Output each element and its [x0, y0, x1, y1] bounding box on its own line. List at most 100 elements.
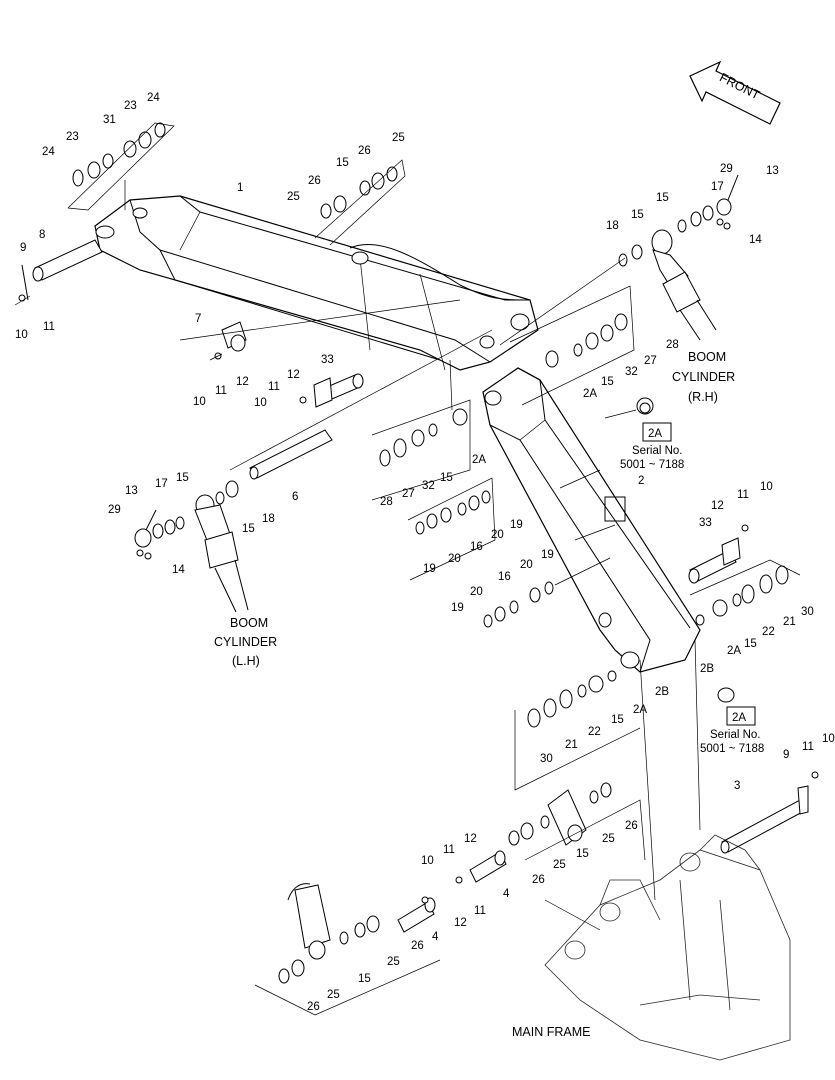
callout-4: 4 — [432, 931, 439, 943]
callout-26: 26 — [625, 820, 638, 832]
arm-part-2 — [482, 367, 701, 673]
callout-16: 16 — [498, 571, 511, 583]
callout-27: 27 — [402, 488, 415, 500]
boom-cylinder-rh-line1: BOOM — [688, 350, 726, 364]
boom-part-1 — [94, 195, 539, 371]
callout-12: 12 — [464, 833, 477, 845]
washer-set-19-20-16-lower — [483, 581, 554, 628]
callout-2B: 2B — [655, 686, 669, 698]
serial-inset-upper: 2A Serial No. 5001 ~ 7188 — [604, 397, 684, 471]
main-frame-label: MAIN FRAME — [512, 1025, 590, 1039]
boom-cylinder-rh — [618, 174, 739, 341]
cylinder-lower-left — [287, 883, 331, 960]
boom-cylinder-lh-line2: CYLINDER — [214, 635, 277, 649]
callout-17: 17 — [155, 478, 168, 490]
callout-15: 15 — [656, 192, 669, 204]
callout-20: 20 — [520, 559, 533, 571]
washer-set-top-center — [320, 166, 398, 219]
callout-26: 26 — [308, 175, 321, 187]
washer-set-19-20-16-upper — [415, 490, 491, 535]
callout-18: 18 — [606, 220, 619, 232]
pin-33-upper — [299, 373, 364, 408]
callout-3: 3 — [734, 780, 740, 792]
callout-19: 19 — [451, 602, 464, 614]
callout-15: 15 — [358, 973, 371, 985]
serial-lower-line1: Serial No. — [710, 729, 761, 741]
callout-10: 10 — [760, 481, 773, 493]
callout-2A: 2A — [727, 645, 741, 657]
pin-33-right — [688, 524, 749, 584]
callout-11: 11 — [443, 844, 455, 856]
callout-20: 20 — [470, 586, 483, 598]
callout-21: 21 — [565, 739, 578, 751]
callout-15: 15 — [601, 376, 614, 388]
callout-33: 33 — [321, 354, 334, 366]
callout-15: 15 — [242, 523, 255, 535]
callout-22: 22 — [588, 726, 601, 738]
callout-23: 23 — [124, 100, 137, 112]
callout-6: 6 — [292, 491, 298, 503]
callout-10: 10 — [15, 329, 28, 341]
serial-lower-line2: 5001 ~ 7188 — [700, 743, 764, 755]
callout-14: 14 — [749, 234, 762, 246]
callout-9: 9 — [783, 749, 789, 761]
callout-10: 10 — [421, 855, 434, 867]
callout-9: 9 — [20, 242, 26, 254]
callout-21: 21 — [783, 616, 796, 628]
callout-15: 15 — [631, 209, 644, 221]
washer-set-lower-right — [508, 782, 612, 846]
pin-4-lower — [397, 896, 436, 933]
callout-2A: 2A — [633, 704, 647, 716]
callout-25: 25 — [602, 833, 615, 845]
callout-12: 12 — [236, 376, 249, 388]
callout-25: 25 — [327, 989, 340, 1001]
callout-15: 15 — [336, 157, 349, 169]
boom-cylinder-rh-line3: (R.H) — [688, 390, 718, 404]
callout-25: 25 — [392, 132, 405, 144]
callout-26: 26 — [358, 145, 371, 157]
callout-26: 26 — [532, 874, 545, 886]
callout-19: 19 — [510, 519, 523, 531]
callout-4: 4 — [503, 888, 510, 900]
pin-3 — [720, 771, 819, 854]
pin-8 — [14, 239, 103, 306]
callout-15: 15 — [176, 472, 189, 484]
boom-cylinder-rh-line2: CYLINDER — [672, 370, 735, 384]
callout-11: 11 — [474, 905, 486, 917]
callout-2A: 2A — [472, 454, 486, 466]
callout-13: 13 — [125, 485, 138, 497]
callout-28: 28 — [666, 339, 679, 351]
callout-14: 14 — [172, 564, 185, 576]
callout-25: 25 — [387, 956, 400, 968]
callout-12: 12 — [287, 369, 300, 381]
washer-set-arm-right — [545, 313, 628, 368]
callout-11: 11 — [802, 741, 814, 753]
serial-inset-lower: 2A Serial No. 5001 ~ 7188 — [700, 687, 764, 755]
callout-12: 12 — [454, 917, 467, 929]
boom-cylinder-lh — [134, 480, 249, 613]
callout-19: 19 — [423, 563, 436, 575]
callout-16: 16 — [470, 541, 483, 553]
callout-15: 15 — [576, 848, 589, 860]
callout-10: 10 — [822, 733, 835, 745]
washer-set-arm-left — [379, 408, 468, 467]
callout-24: 24 — [147, 92, 160, 104]
callout-24: 24 — [42, 146, 55, 158]
callout-2B: 2B — [700, 663, 714, 675]
serial-upper-line2: 5001 ~ 7188 — [620, 459, 684, 471]
callout-33: 33 — [699, 517, 712, 529]
callout-11: 11 — [43, 321, 55, 333]
callout-10: 10 — [254, 397, 267, 409]
washer-set-30-21-22-right — [695, 565, 789, 626]
washer-set-30-21-22-left — [527, 670, 617, 728]
callout-11: 11 — [268, 381, 280, 393]
callout-2: 2 — [638, 475, 644, 487]
callout-17: 17 — [711, 181, 724, 193]
callout-32: 32 — [625, 366, 638, 378]
callout-15: 15 — [440, 472, 453, 484]
serial-upper-line1: Serial No. — [632, 445, 683, 457]
boom-cylinder-lh-line3: (L.H) — [232, 654, 260, 668]
callout-32: 32 — [422, 480, 435, 492]
